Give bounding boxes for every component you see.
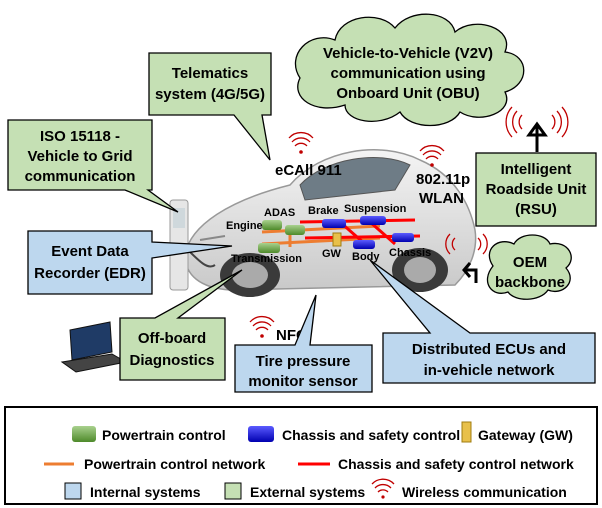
label-adas: ADAS [264,207,295,219]
ecu-line1: Distributed ECUs and [412,341,566,358]
distributed-ecus-callout: Distributed ECUs and in-vehicle network [369,259,596,384]
telematics-callout: Telematics system (4G/5G) [148,52,272,161]
laptop-icon [60,321,128,373]
rsu-line3: (RSU) [515,201,557,218]
legend-internal-icon [64,482,82,500]
ecu-suspension [360,216,386,225]
wlan-label-line1: 802.11p [416,171,470,188]
label-chassis: Chassis [389,247,431,259]
label-gw: GW [322,248,342,260]
legend: Powertrain control Chassis and safety co… [4,406,598,505]
iso-line3: communication [25,168,136,185]
legend-external-icon [224,482,242,500]
ecu-chassis [392,233,414,242]
iso15118-callout: ISO 15118 - Vehicle to Grid communicatio… [7,119,179,213]
edr-line2: Recorder (EDR) [34,265,146,282]
tire-line1: Tire pressure [256,353,351,370]
legend-external-label: External systems [250,484,365,500]
legend-powertrain-network-label: Powertrain control network [84,456,265,472]
wireless-icon-ecall [288,132,314,154]
offboard-callout: Off-board Diagnostics [119,269,243,381]
telematics-line2: system (4G/5G) [155,86,265,103]
wireless-icon-oem [445,233,488,255]
ecu-transmission [258,243,280,253]
edr-callout: Event Data Recorder (EDR) [27,230,233,295]
ecall-label: eCAll 911 [275,162,342,179]
oem-cloud: OEM backbone [486,234,572,300]
ecu-brake [322,219,346,228]
legend-chassis-control-label: Chassis and safety control [282,427,460,443]
legend-chassis-network-label: Chassis and safety control network [338,456,574,472]
ecu-body [353,240,375,249]
wireless-icon-nfc [249,316,275,338]
edr-line1: Event Data [51,243,129,260]
legend-gateway-icon [461,421,472,443]
v2v-line3: Onboard Unit (OBU) [336,85,479,102]
label-brake: Brake [308,205,339,217]
oem-antenna-icon [462,262,478,283]
legend-internal-label: Internal systems [90,484,201,500]
oem-line2: backbone [495,274,565,291]
v2v-line1: Vehicle-to-Vehicle (V2V) [323,45,493,62]
legend-wireless-icon [371,478,395,499]
rsu-line2: Roadside Unit [486,181,587,198]
label-transmission: Transmission [231,253,302,265]
v2v-cloud: Vehicle-to-Vehicle (V2V) communication u… [294,13,525,127]
legend-wireless-label: Wireless communication [402,484,567,500]
tire-line2: monitor sensor [248,373,357,390]
wlan-label-line2: WLAN [419,190,464,207]
label-body: Body [352,251,380,263]
tire-pressure-callout: Tire pressure monitor sensor [234,294,373,393]
iso-line2: Vehicle to Grid [27,148,132,165]
telematics-line1: Telematics [172,65,248,82]
rsu-antenna-icon [526,121,548,152]
label-suspension: Suspension [344,203,407,215]
ecu-adas [285,225,305,235]
legend-gateway-label: Gateway (GW) [478,427,573,443]
iso-line1: ISO 15118 - [40,128,120,145]
ecu-line2: in-vehicle network [424,362,556,379]
legend-chassis-control-icon [248,426,274,442]
offboard-line1: Off-board [138,330,206,347]
rsu-line1: Intelligent [501,161,572,178]
ecu-engine [262,220,282,230]
label-engine: Engine [226,220,263,232]
oem-line1: OEM [513,254,547,271]
gateway-module [332,232,342,247]
offboard-line2: Diagnostics [129,352,214,369]
rsu-callout: Intelligent Roadside Unit (RSU) [475,152,597,227]
wireless-icon-wlan [419,145,445,167]
wireless-icon-rsu [505,106,569,138]
v2v-line2: communication using [330,65,485,82]
legend-powertrain-control-label: Powertrain control [102,427,226,443]
legend-powertrain-control-icon [72,426,96,442]
